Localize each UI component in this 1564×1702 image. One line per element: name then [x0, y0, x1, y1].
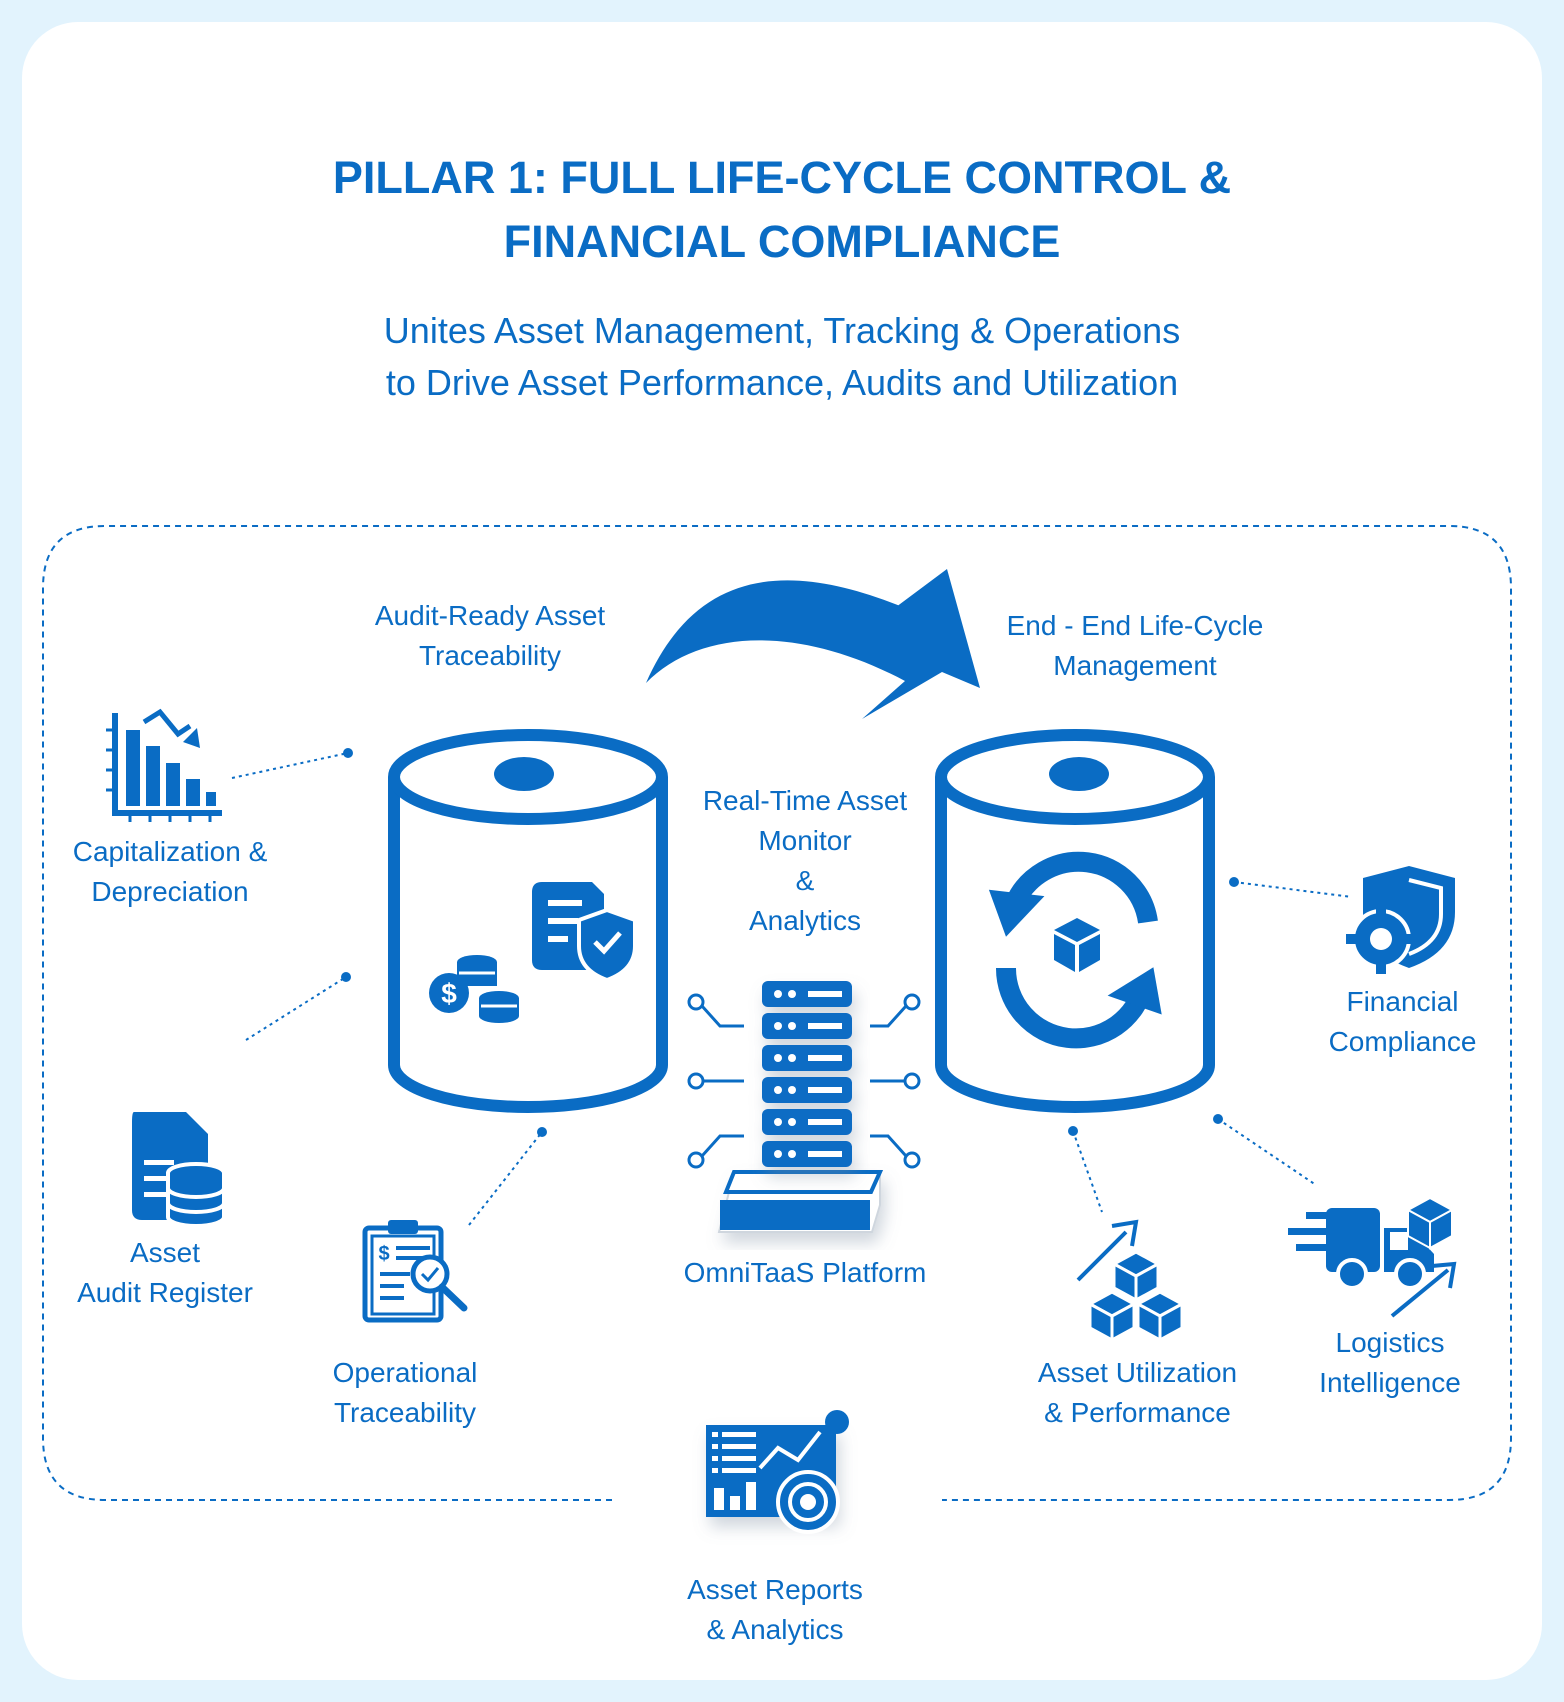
label-logistics-line-1: Logistics	[1335, 1327, 1445, 1358]
label-real-time-line-2: Monitor	[758, 825, 852, 856]
label-real-time-line-1: Real-Time Asset	[702, 785, 908, 816]
label-audit-ready-line-1: Audit-Ready Asset	[374, 600, 606, 631]
svg-text:$: $	[441, 978, 457, 1009]
title-line-1: PILLAR 1: FULL LIFE-CYCLE CONTROL &	[332, 152, 1232, 203]
label-end-to-end-line-2: Management	[1053, 650, 1217, 681]
label-reports-line-1: Asset Reports	[687, 1574, 863, 1605]
label-financial-line-1: Financial	[1346, 986, 1459, 1017]
label-end-to-end-line-1: End - End Life-Cycle	[1006, 610, 1264, 641]
label-logistics: Logistics Intelligence	[1290, 1323, 1490, 1403]
clipboard-search-icon: $	[362, 1220, 468, 1323]
label-logistics-line-2: Intelligence	[1319, 1367, 1461, 1398]
label-real-time: Real-Time Asset Monitor & Analytics	[660, 781, 950, 941]
subtitle-line-1: Unites Asset Management, Tracking & Oper…	[383, 310, 1181, 351]
server-rack-icon	[687, 981, 921, 1233]
label-capitalization-line-1: Capitalization &	[72, 836, 268, 867]
label-reports-line-2: & Analytics	[706, 1614, 844, 1645]
label-operational: Operational Traceability	[285, 1353, 525, 1433]
boxes-growth-icon	[1076, 1219, 1186, 1343]
label-real-time-line-3: &	[795, 865, 815, 896]
right-cylinder	[935, 729, 1215, 1113]
label-audit-ready: Audit-Ready Asset Traceability	[330, 596, 650, 676]
dashed-frame	[42, 525, 1512, 1501]
label-capitalization-line-2: Depreciation	[91, 876, 249, 907]
curved-arrow-icon	[646, 569, 980, 719]
label-financial: Financial Compliance	[1300, 982, 1505, 1062]
delivery-truck-icon	[1288, 1196, 1457, 1318]
label-audit-register-line-1: Asset	[129, 1237, 201, 1268]
label-platform-line-1: OmniTaaS Platform	[683, 1257, 927, 1288]
label-operational-line-1: Operational	[332, 1357, 478, 1388]
svg-text:$: $	[378, 1243, 389, 1265]
page-title: PILLAR 1: FULL LIFE-CYCLE CONTROL & FINA…	[232, 146, 1332, 274]
label-financial-line-2: Compliance	[1328, 1026, 1477, 1057]
shield-gear-icon	[1346, 866, 1455, 974]
refresh-box-icon	[988, 851, 1162, 1049]
label-audit-ready-line-2: Traceability	[418, 640, 562, 671]
title-line-2: FINANCIAL COMPLIANCE	[503, 216, 1061, 267]
label-utilization: Asset Utilization & Performance	[1005, 1353, 1270, 1433]
label-real-time-line-4: Analytics	[748, 905, 862, 936]
dotted-connectors	[231, 748, 1353, 1226]
label-audit-register-line-2: Audit Register	[77, 1277, 253, 1308]
right-cylinder-hole	[1049, 757, 1109, 791]
label-reports: Asset Reports & Analytics	[640, 1570, 910, 1650]
subtitle-line-2: to Drive Asset Performance, Audits and U…	[385, 362, 1179, 403]
page-subtitle: Unites Asset Management, Tracking & Oper…	[232, 305, 1332, 409]
left-cylinder-hole	[494, 757, 554, 791]
label-utilization-line-2: & Performance	[1044, 1397, 1231, 1428]
chart-down-icon	[106, 708, 222, 822]
label-operational-line-2: Traceability	[333, 1397, 477, 1428]
card	[22, 22, 1542, 1680]
label-audit-register: Asset Audit Register	[45, 1233, 285, 1313]
label-platform: OmniTaaS Platform	[620, 1253, 990, 1293]
document-shield-icon	[532, 882, 637, 983]
label-utilization-line-1: Asset Utilization	[1037, 1357, 1238, 1388]
document-database-icon	[132, 1112, 226, 1228]
report-dashboard-icon	[706, 1410, 849, 1534]
label-end-to-end: End - End Life-Cycle Management	[960, 606, 1310, 686]
label-capitalization: Capitalization & Depreciation	[40, 832, 300, 912]
